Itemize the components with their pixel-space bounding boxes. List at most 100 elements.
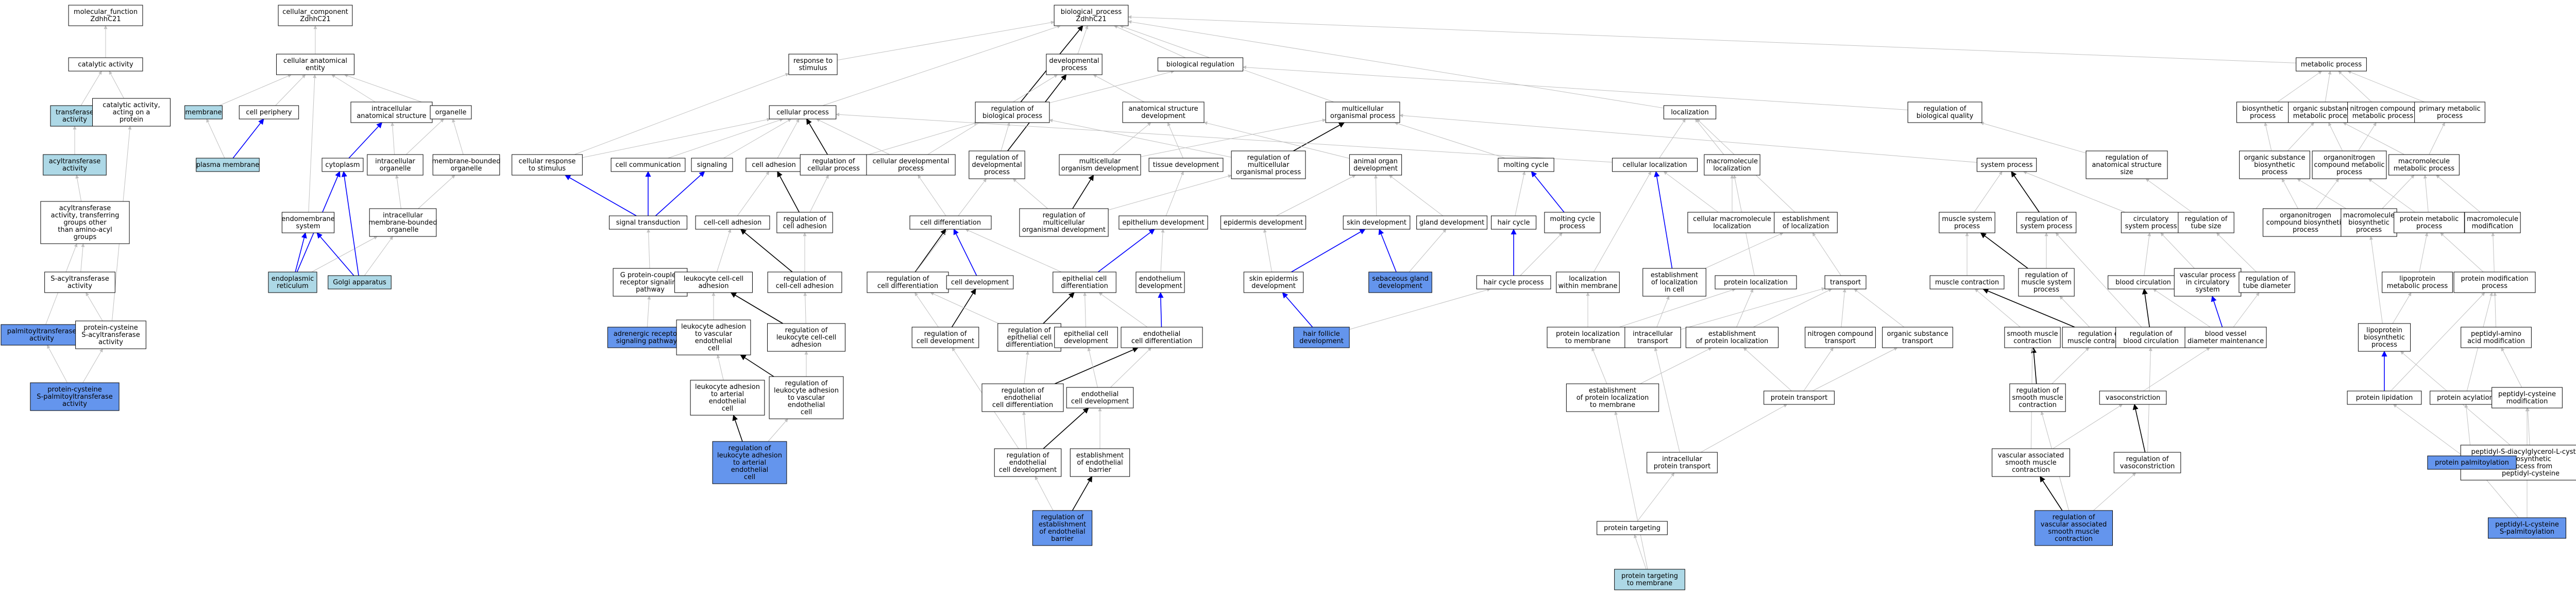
go-term-label: leukocyte adhesion: [717, 452, 782, 460]
relation-edge: [2053, 404, 2123, 449]
go-term-label: to membrane: [1627, 580, 1672, 587]
go-term-node-sigtrans: signal transduction: [609, 215, 687, 230]
go-term-box: [1547, 327, 1629, 348]
go-term-box: [1544, 212, 1601, 233]
relation-edge: [391, 122, 395, 155]
go-term-label: differentiation: [1006, 341, 1053, 349]
go-term-node-golgi: Golgi apparatus: [328, 275, 392, 290]
go-term-node-bloodcirc: blood circulation: [2108, 275, 2179, 290]
go-term-label: of endothelial: [1039, 528, 1085, 536]
go-term-label: cell development: [1071, 398, 1129, 405]
go-term-label: epithelium development: [1122, 219, 1204, 227]
relation-edge: [1753, 288, 1832, 328]
go-term-node-membrane: membrane: [184, 105, 223, 120]
relation-edge: [2429, 122, 2445, 155]
go-term-box: [1976, 158, 2037, 172]
go-term-label: protein acylation: [2437, 394, 2494, 402]
relation-edge: [1293, 122, 1345, 151]
go-term-label: establishment: [1651, 271, 1698, 279]
go-term-label: molting cycle: [1503, 161, 1548, 169]
go-term-label: activity: [62, 116, 87, 124]
go-term-label: vascular associated: [1998, 452, 2064, 460]
relation-edge: [836, 112, 1613, 163]
go-term-label: cell development: [951, 279, 1009, 286]
relation-edge: [1803, 347, 1834, 392]
go-term-label: differentiation: [1061, 282, 1108, 290]
go-term-box: [1059, 154, 1141, 176]
relation-edge: [1263, 229, 1273, 273]
go-term-node-moltcyc: molting cycle: [1498, 158, 1554, 172]
relation-edge: [2343, 122, 2404, 155]
go-term-label: G protein-coupled: [620, 271, 681, 279]
relation-edge: [1736, 288, 1754, 328]
go-term-label: regulation of: [1041, 514, 1084, 521]
relation-edge: [1140, 118, 1326, 157]
go-term-label: stimulus: [799, 64, 827, 72]
go-term-label: adrenergic receptor: [614, 330, 680, 338]
go-term-box: [607, 327, 686, 348]
go-term-label: cell development: [999, 466, 1057, 474]
go-term-label: vascular associated: [2041, 521, 2107, 529]
go-term-box: [1882, 327, 1953, 348]
relation-edge: [2160, 232, 2195, 269]
go-term-label: process: [2033, 286, 2059, 294]
go-term-box: [1231, 150, 1306, 179]
go-term-node-epidev: epithelium development: [1118, 215, 1208, 230]
go-term-box: [1121, 327, 1203, 348]
go-term-label: in cell: [1665, 286, 1684, 294]
go-term-box: [712, 441, 787, 484]
go-term-label: regulation of: [1002, 387, 1044, 395]
go-term-label: modification: [2506, 398, 2548, 405]
go-term-label: lipoprotein: [2399, 275, 2435, 283]
go-term-label: regulation of: [991, 105, 1034, 113]
relation-edge: [1656, 296, 1670, 328]
go-term-box: [1805, 327, 1876, 348]
go-term-box: [1053, 271, 1116, 293]
go-term-box: [994, 448, 1062, 477]
go-term-label: size: [2120, 168, 2133, 176]
go-term-label: to arterial: [733, 459, 766, 467]
go-term-node-protpalm: protein palmitoylation: [2427, 455, 2517, 470]
relation-edge: [1165, 171, 1184, 216]
go-term-label: process: [2336, 168, 2362, 176]
go-term-label: biological regulation: [1166, 61, 1234, 69]
go-term-box: [1476, 275, 1551, 290]
go-term-label: cellular_component: [282, 8, 348, 16]
relation-edge: [2052, 347, 2089, 384]
relation-edge: [2030, 347, 2037, 384]
go-term-label: organismal process: [1330, 112, 1395, 120]
go-term-label: to membrane: [1590, 401, 1635, 409]
relation-edge: [47, 345, 68, 383]
go-term-box: [68, 57, 143, 72]
go-term-label: transferase: [56, 109, 94, 116]
relation-edge: [951, 288, 976, 328]
go-term-label: than amino-acyl: [58, 226, 112, 234]
go-term-box: [674, 271, 753, 293]
relation-edge: [2055, 232, 2142, 328]
go-term-box: [2184, 327, 2267, 348]
go-term-label: regulation of: [784, 275, 826, 283]
go-term-label: protein targeting: [1621, 572, 1678, 580]
relation-edge: [331, 74, 376, 103]
go-term-box: [1498, 158, 1554, 172]
go-term-box: [769, 376, 844, 419]
go-term-label: development: [1064, 337, 1108, 345]
go-term-box: [800, 154, 868, 176]
go-term-label: organism development: [1061, 165, 1139, 173]
go-term-label: cell-cell adhesion: [704, 219, 762, 227]
go-term-label: endoplasmic: [272, 275, 314, 283]
relation-edge: [867, 122, 978, 156]
